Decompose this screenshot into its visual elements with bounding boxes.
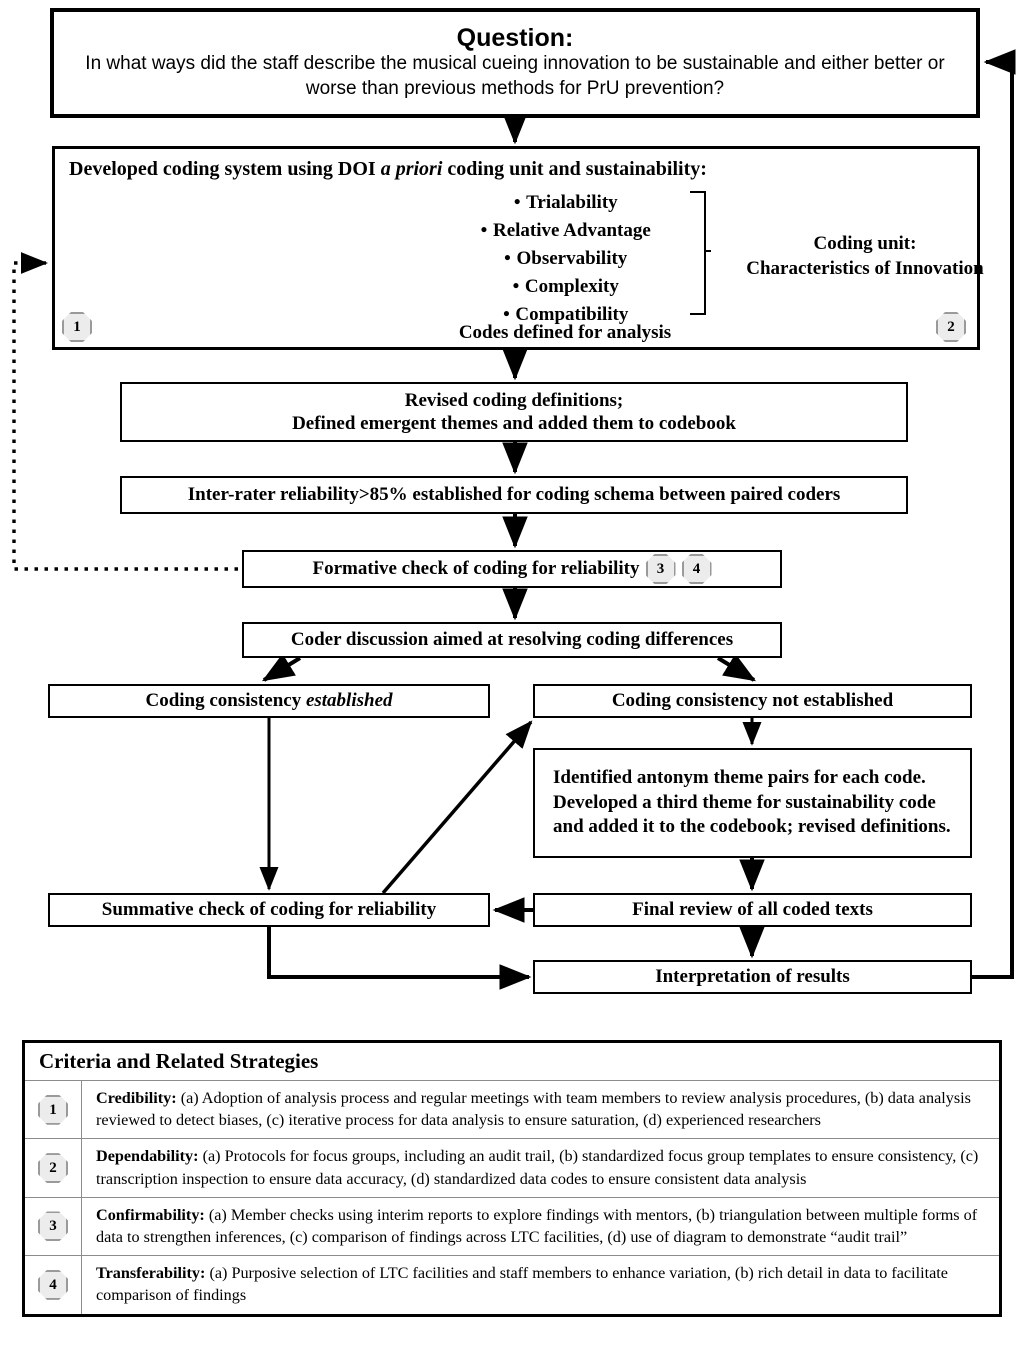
codes-defined-label: Codes defined for analysis: [458, 322, 672, 343]
table-row: 2 Dependability: (a) Protocols for focus…: [25, 1139, 999, 1198]
formative-check-box: Formative check of coding for reliabilit…: [242, 550, 782, 588]
curly-brace-icon: [690, 191, 711, 315]
coding-unit-line1: Coding unit:: [813, 233, 917, 254]
coding-header-pre: Developed coding system using DOI: [69, 158, 381, 180]
revised-line1: Revised coding definitions;: [404, 389, 624, 411]
badge-3: 3: [645, 554, 676, 584]
connector-coder-to-consistency-ok: [261, 653, 302, 682]
consistency-ok-pre: Coding consistency: [145, 690, 306, 712]
antonym-theme-pairs-box: Identified antonym theme pairs for each …: [533, 748, 972, 858]
table-row: 3 Confirmability: (a) Member checks usin…: [25, 1197, 999, 1257]
table-row-badge-cell: 1: [25, 1081, 82, 1139]
badge-2: 2: [38, 1153, 68, 1184]
list-item: •Relative Advantage: [475, 217, 651, 245]
connector-summative-to-interpretation: [267, 927, 532, 990]
question-title: Question:: [456, 23, 574, 52]
table-row: 1 Credibility: (a) Adoption of analysis …: [25, 1081, 999, 1140]
interpretation-of-results-box: Interpretation of results: [533, 960, 972, 994]
criteria-table-title: Criteria and Related Strategies: [25, 1043, 999, 1081]
bullet-icon: •: [504, 247, 511, 269]
coding-header-post: coding unit and sustainability:: [442, 158, 707, 180]
list-item-label: Trialability: [526, 192, 618, 213]
badge-1: 1: [38, 1094, 68, 1125]
interpretation-of-results-text: Interpretation of results: [655, 966, 850, 988]
inter-rater-text: Inter-rater reliability>85% established …: [187, 484, 841, 506]
criteria-table: Criteria and Related Strategies 1 Credib…: [22, 1040, 1002, 1317]
badge-1: 1: [62, 312, 92, 342]
coding-unit-label: Coding unit: Characteristics of Innovati…: [715, 231, 1015, 282]
criteria-term: Credibility:: [96, 1089, 177, 1107]
list-item-label: Complexity: [524, 275, 619, 297]
list-item-label: Compatibility: [515, 303, 629, 325]
list-item: •Observability: [475, 245, 651, 273]
inter-rater-reliability-box: Inter-rater reliability>85% established …: [120, 476, 908, 514]
coding-system-header: Developed coding system using DOI a prio…: [69, 157, 707, 181]
formative-check-label: Formative check of coding for reliabilit…: [312, 558, 640, 580]
criteria-term: Dependability:: [96, 1147, 199, 1166]
revised-coding-box: Revised coding definitions; Defined emer…: [120, 382, 908, 442]
table-row-text-cell: Dependability: (a) Protocols for focus g…: [82, 1139, 999, 1196]
bullet-icon: •: [503, 303, 510, 325]
connector-summative-to-consistency-no: [381, 720, 533, 895]
table-row-badge-cell: 2: [25, 1139, 82, 1197]
coding-consistency-established-text: Coding consistency established: [50, 687, 488, 714]
table-row-text-cell: Credibility: (a) Adoption of analysis pr…: [82, 1081, 999, 1138]
bullet-icon: •: [512, 275, 520, 297]
coding-consistency-established-box: Coding consistency established: [48, 684, 490, 718]
bullet-icon: •: [513, 192, 521, 213]
formative-check-row: Formative check of coding for reliabilit…: [244, 552, 780, 586]
table-row-text-cell: Transferability: (a) Purposive selection…: [82, 1256, 999, 1313]
criteria-description: (a) Protocols for focus groups, includin…: [96, 1147, 979, 1188]
revised-coding-text: Revised coding definitions; Defined emer…: [122, 387, 906, 437]
question-box: Question: In what ways did the staff des…: [50, 8, 980, 118]
coding-system-box: Developed coding system using DOI a prio…: [52, 146, 984, 350]
coding-unit-line2: Characteristics of Innovation: [746, 258, 984, 280]
criteria-description: (a) Adoption of analysis process and reg…: [96, 1089, 971, 1130]
final-review-text: Final review of all coded texts: [632, 899, 873, 921]
criteria-description: (a) Member checks using interim reports …: [96, 1205, 978, 1246]
badge-2: 2: [936, 312, 966, 342]
badge-3: 3: [38, 1211, 68, 1242]
summative-check-text: Summative check of coding for reliabilit…: [101, 899, 437, 921]
criteria-term: Confirmability:: [96, 1205, 205, 1224]
antonym-theme-pairs-text: Identified antonym theme pairs for each …: [553, 766, 951, 838]
doi-characteristics-list: •Trialability •Relative Advantage •Obser…: [475, 189, 651, 329]
table-row-badge-cell: 3: [25, 1197, 82, 1256]
table-row-text-cell: Confirmability: (a) Member checks using …: [82, 1198, 999, 1255]
table-row: 4 Transferability: (a) Purposive selecti…: [25, 1256, 999, 1314]
badge-4: 4: [38, 1269, 68, 1300]
coding-consistency-not-established-box: Coding consistency not established: [533, 684, 972, 718]
table-row-badge-cell: 4: [25, 1256, 82, 1314]
question-text: In what ways did the staff describe the …: [85, 53, 945, 99]
bullet-icon: •: [480, 219, 488, 241]
coder-discussion-text: Coder discussion aimed at resolving codi…: [290, 629, 734, 651]
coding-consistency-not-established-text: Coding consistency not established: [611, 690, 894, 712]
connector-coder-to-consistency-no: [716, 653, 757, 682]
criteria-term: Transferability:: [96, 1264, 206, 1283]
list-item-label: Observability: [516, 247, 628, 269]
revised-line2: Defined emergent themes and added them t…: [292, 413, 736, 434]
list-item: •Compatibility: [475, 301, 651, 329]
list-item-label: Relative Advantage: [493, 219, 651, 241]
final-review-box: Final review of all coded texts: [533, 893, 972, 927]
summative-check-box: Summative check of coding for reliabilit…: [48, 893, 490, 927]
coding-header-italic: a priori: [380, 158, 443, 180]
list-item: •Complexity: [475, 273, 651, 301]
badge-4: 4: [681, 554, 712, 584]
consistency-ok-italic: established: [305, 690, 393, 712]
coder-discussion-box: Coder discussion aimed at resolving codi…: [242, 622, 782, 658]
criteria-description: (a) Purposive selection of LTC facilitie…: [96, 1264, 948, 1305]
list-item: •Trialability: [475, 189, 651, 217]
